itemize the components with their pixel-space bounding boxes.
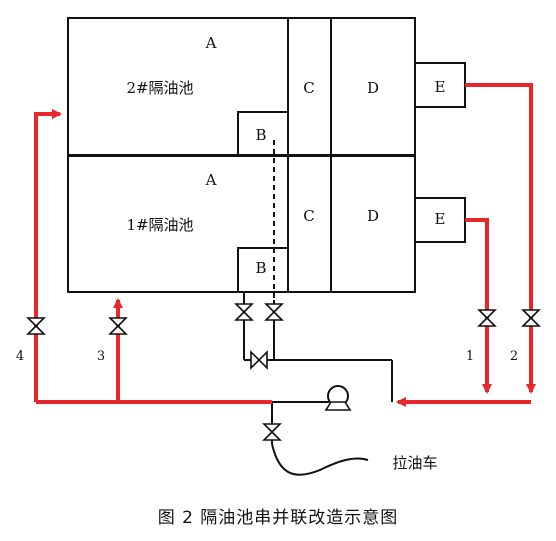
oil-truck-label: 拉油车	[392, 454, 437, 472]
valve-2-icon	[521, 309, 541, 327]
tank-2-section-b-box	[237, 111, 289, 157]
valve-4-label: 4	[16, 349, 24, 364]
tank-1-section-c: C	[303, 207, 314, 225]
valve-b1-icon	[264, 303, 284, 321]
valve-2-label: 2	[510, 349, 518, 364]
tank-2-section-e-box	[414, 62, 466, 108]
valve-3-label: 3	[97, 349, 105, 364]
tank-1-section-d: D	[367, 207, 379, 225]
tank-1-section-b: B	[255, 259, 266, 277]
valve-1-icon	[477, 309, 497, 327]
valve-drain-icon	[250, 350, 268, 370]
tank-2-section-d: D	[367, 79, 379, 97]
pipe-1	[465, 218, 492, 394]
red-piping	[34, 83, 536, 407]
valve-3-icon	[108, 317, 128, 335]
tank-1-section-b-box	[237, 247, 289, 293]
tank-2-section-b: B	[255, 126, 266, 144]
tank-1-section-a: A	[205, 171, 217, 189]
tank-2-section-e: E	[435, 78, 446, 96]
tank-1-section-e: E	[435, 210, 446, 228]
valve-4-icon	[26, 317, 46, 335]
pump-icon	[324, 385, 352, 411]
tank-2-name: 2#隔油池	[126, 79, 193, 97]
tank-2-section-c: C	[303, 79, 314, 97]
tank-1-name: 1#隔油池	[126, 216, 193, 234]
tank-1: A 1#隔油池 B C D E	[67, 155, 466, 293]
tank-2-section-a: A	[205, 34, 217, 52]
pipe-2	[465, 83, 536, 394]
figure-caption: 图 2 隔油池串并联改造示意图	[158, 508, 399, 528]
valve-1-label: 1	[466, 349, 474, 364]
pipe-4	[34, 109, 62, 402]
valve-b2-icon	[234, 303, 254, 321]
truck-hose	[271, 443, 369, 476]
tank-2: A 2#隔油池 B C D E	[67, 17, 466, 157]
valve-truck-icon	[262, 423, 282, 441]
